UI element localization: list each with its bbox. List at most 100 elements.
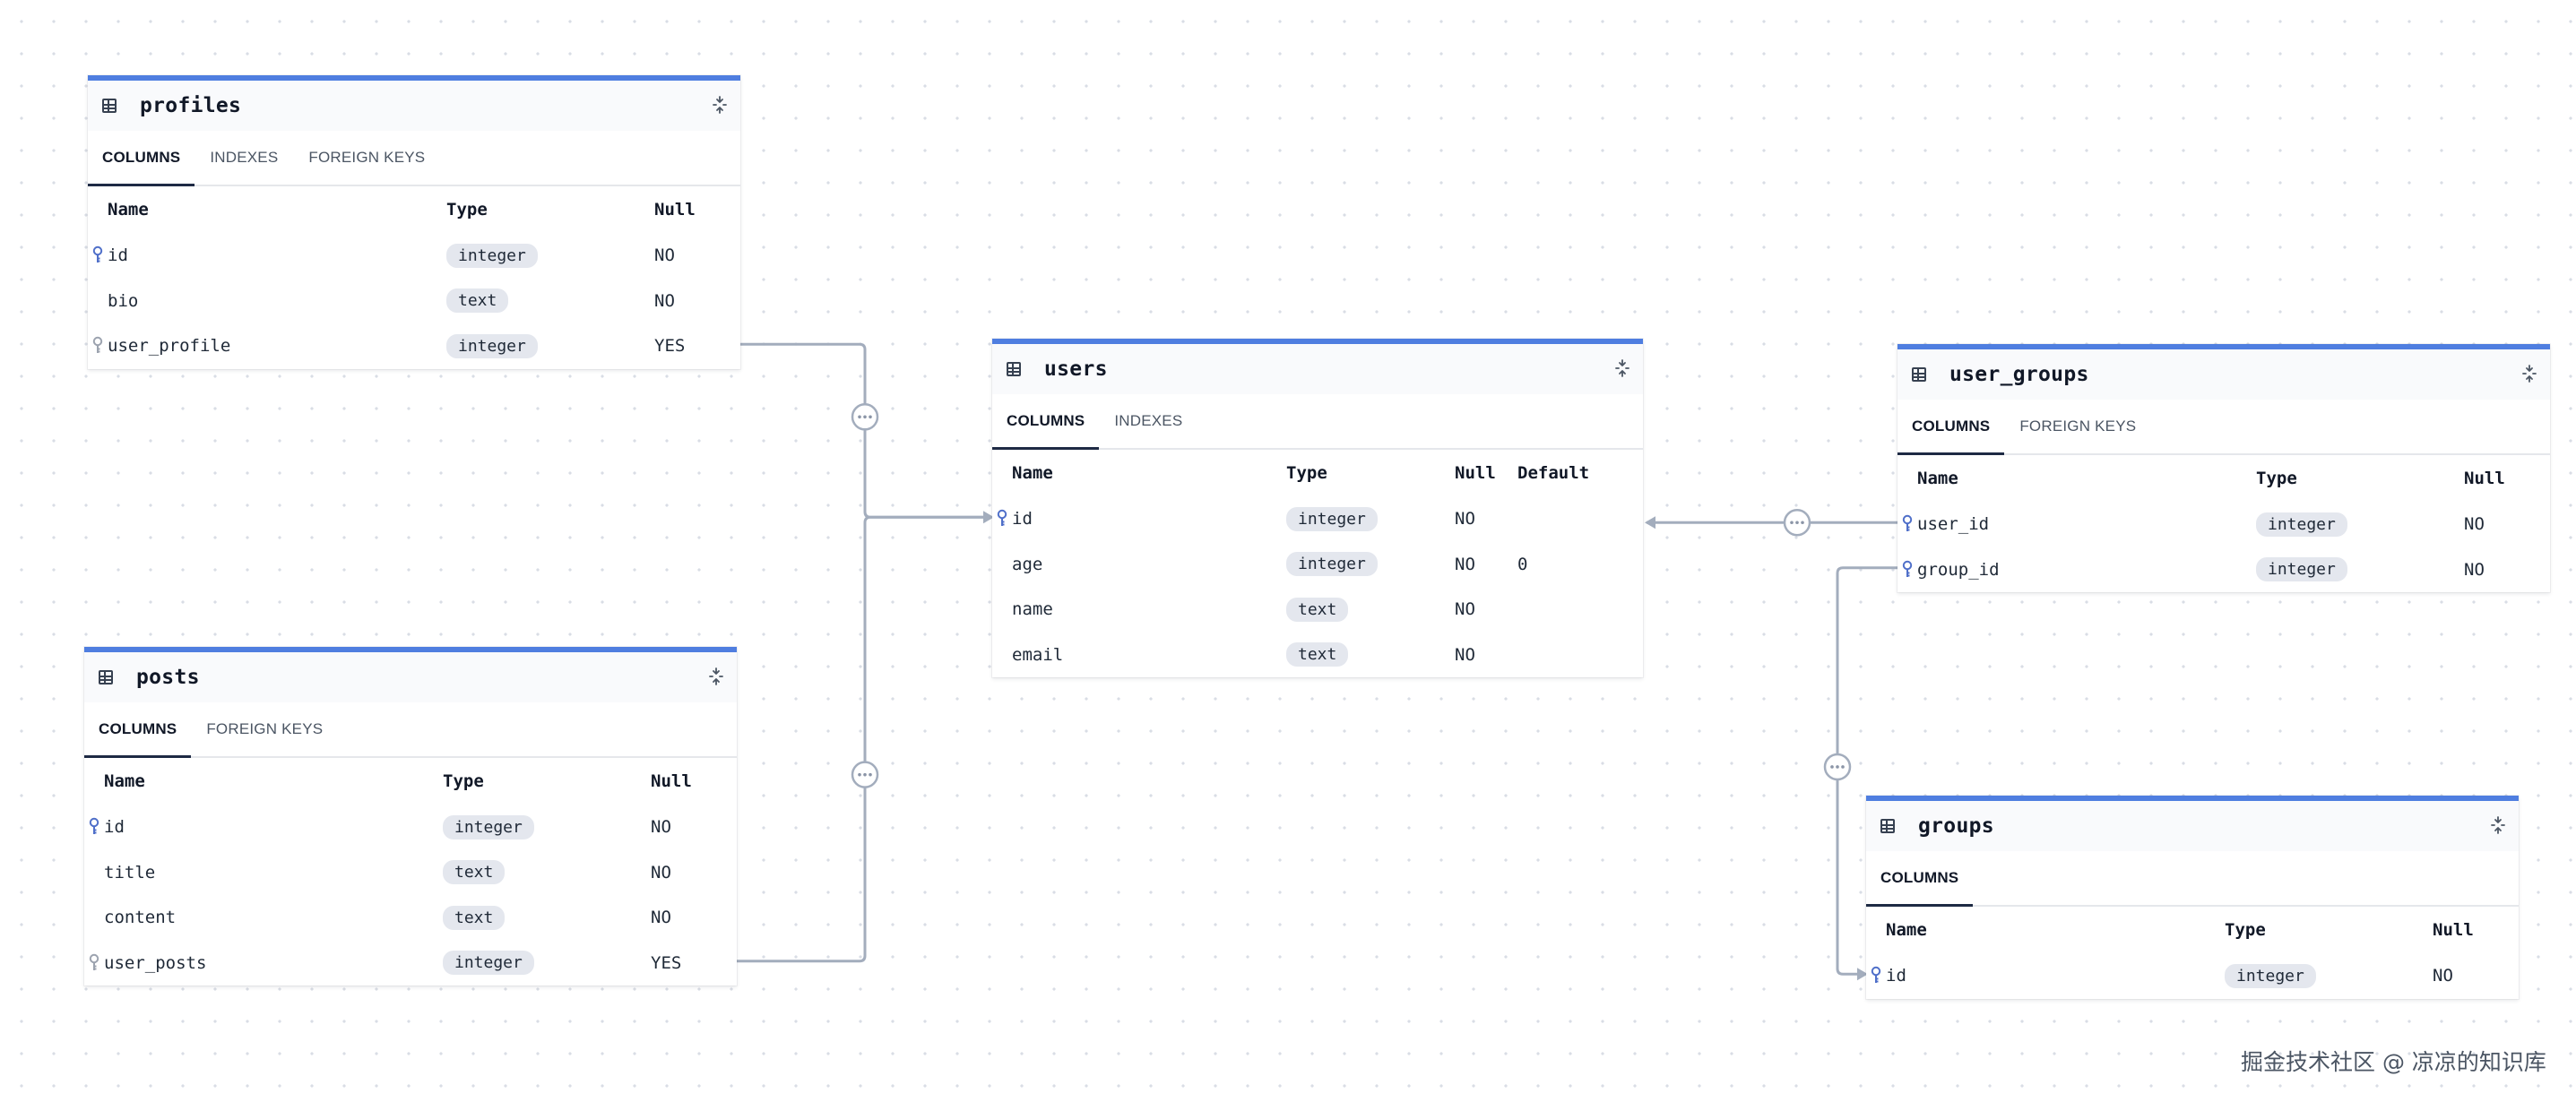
table-tabs: COLUMNS INDEXES FOREIGN KEYS xyxy=(88,131,740,186)
edge-posts-user_posts-to-users-id[interactable] xyxy=(737,515,989,963)
header-name: Name xyxy=(1886,920,1927,940)
header-type: Type xyxy=(2225,920,2266,940)
column-null: NO xyxy=(2433,966,2453,986)
type-badge: integer xyxy=(2225,963,2316,988)
header-type: Type xyxy=(1286,463,1327,483)
table-name: profiles xyxy=(140,94,242,117)
table-icon xyxy=(102,99,117,113)
column-type: integer xyxy=(1286,496,1378,542)
header-name: Name xyxy=(1012,463,1053,483)
table-header: posts xyxy=(84,652,737,702)
column-default: 0 xyxy=(1517,554,1528,574)
edge-profiles-user_profile-to-users-id[interactable] xyxy=(740,342,989,519)
tab-columns[interactable]: COLUMNS xyxy=(1897,400,2005,455)
header-type: Type xyxy=(2256,469,2297,488)
column-type: integer xyxy=(2256,547,2347,593)
column-row-id[interactable]: id integer NO xyxy=(1866,953,2519,999)
edge-handle-3[interactable] xyxy=(1823,753,1852,781)
type-badge: integer xyxy=(2256,512,2347,537)
collapse-icon[interactable] xyxy=(2520,364,2539,383)
edge-handle-2[interactable] xyxy=(1783,509,1811,537)
edge-handle-0[interactable] xyxy=(851,403,879,431)
tab-columns[interactable]: COLUMNS xyxy=(1866,851,1974,907)
collapse-icon[interactable] xyxy=(706,667,726,686)
header-null: Null xyxy=(1455,463,1496,483)
header-null: Null xyxy=(2464,469,2505,488)
tab-columns[interactable]: COLUMNS xyxy=(88,131,195,186)
edge-handle-1[interactable] xyxy=(851,761,879,788)
tab-indexes[interactable]: INDEXES xyxy=(210,149,279,166)
tab-columns[interactable]: COLUMNS xyxy=(992,394,1100,450)
primary-key-icon xyxy=(1902,514,1913,531)
type-badge: text xyxy=(446,288,509,314)
column-type: integer xyxy=(443,941,534,986)
table-header: user_groups xyxy=(1897,349,2550,400)
column-null: YES xyxy=(651,952,682,973)
table-name: user_groups xyxy=(1949,363,2089,386)
tab-indexes[interactable]: INDEXES xyxy=(1114,412,1183,429)
foreign-key-icon xyxy=(89,953,99,970)
column-name: id xyxy=(1886,966,1906,986)
column-name: name xyxy=(1012,599,1053,620)
primary-key-icon xyxy=(92,245,103,263)
primary-key-icon xyxy=(1871,966,1881,983)
table-name: groups xyxy=(1918,814,1994,838)
tab-columns[interactable]: COLUMNS xyxy=(84,702,192,758)
column-type: integer xyxy=(443,805,534,850)
collapse-icon[interactable] xyxy=(2488,815,2508,835)
table-header: users xyxy=(992,344,1643,394)
column-name: user_posts xyxy=(104,952,207,973)
column-name: user_profile xyxy=(108,336,231,357)
primary-key-icon xyxy=(89,817,99,834)
tab-foreign-keys[interactable]: FOREIGN KEYS xyxy=(2019,418,2137,435)
header-default: Default xyxy=(1517,463,1590,483)
column-header-row: Name Type Null Default xyxy=(992,450,1643,496)
column-name: age xyxy=(1012,554,1043,574)
type-badge: integer xyxy=(446,243,538,268)
type-badge: integer xyxy=(2256,557,2347,582)
collapse-icon[interactable] xyxy=(1612,358,1632,378)
table-header: profiles xyxy=(88,81,740,131)
table-tabs: COLUMNS FOREIGN KEYS xyxy=(84,702,737,758)
type-badge: integer xyxy=(443,951,534,976)
column-type: integer xyxy=(2225,953,2316,999)
column-null: NO xyxy=(651,817,671,838)
column-null: NO xyxy=(1455,554,1475,574)
table-name: posts xyxy=(136,666,200,689)
header-type: Type xyxy=(443,771,484,791)
column-null: NO xyxy=(651,862,671,882)
column-null: NO xyxy=(1455,599,1475,620)
collapse-icon[interactable] xyxy=(710,95,730,115)
column-row-id[interactable]: id integer NO xyxy=(84,805,737,850)
column-name: id xyxy=(108,245,128,266)
tab-foreign-keys[interactable]: FOREIGN KEYS xyxy=(308,149,426,166)
column-type: text xyxy=(1286,633,1349,678)
arrow-head xyxy=(1645,516,1655,529)
primary-key-icon xyxy=(997,509,1007,526)
type-badge: text xyxy=(443,860,506,885)
column-type: integer xyxy=(2256,502,2347,547)
type-badge: integer xyxy=(446,333,538,358)
column-name: id xyxy=(104,817,125,838)
tab-foreign-keys[interactable]: FOREIGN KEYS xyxy=(206,720,324,737)
column-row-user_posts[interactable]: user_posts integer YES xyxy=(84,941,737,986)
type-badge: text xyxy=(443,905,506,930)
